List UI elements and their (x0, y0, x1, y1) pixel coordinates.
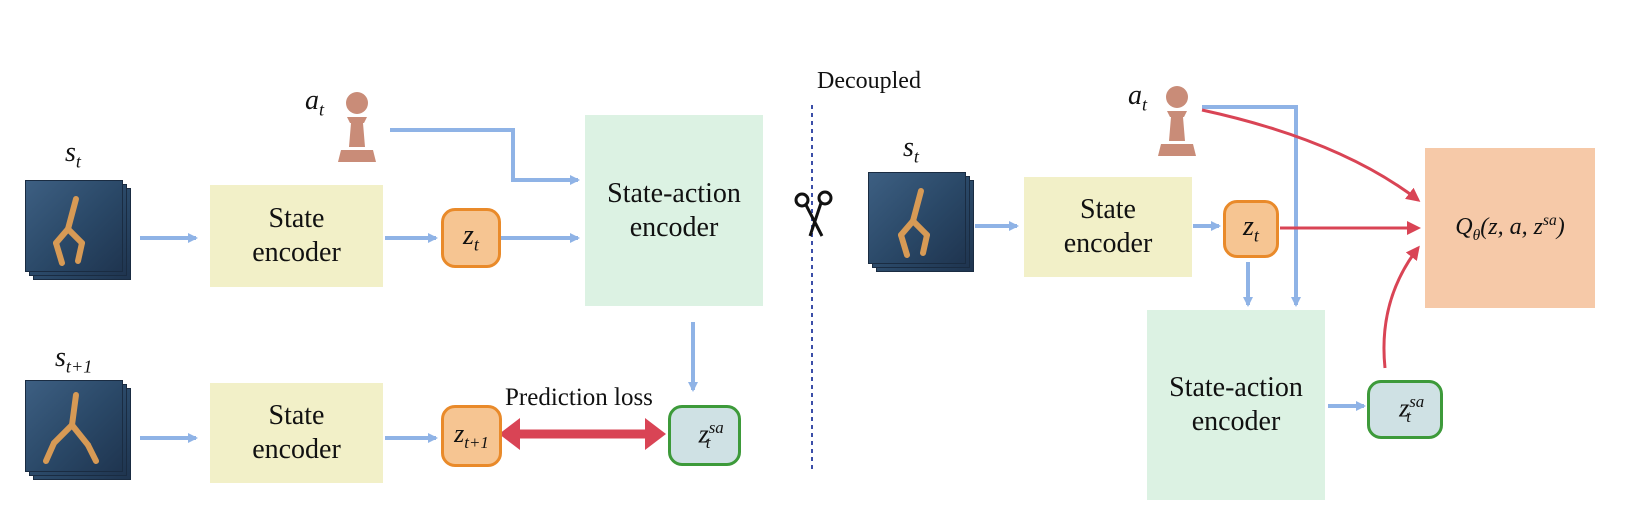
label-st1: st+1 (55, 342, 93, 377)
walker-figure (53, 196, 85, 266)
label-st: st (65, 137, 81, 172)
prediction-loss-arrow (499, 418, 666, 450)
state-encoder-top: State encoder (210, 185, 383, 287)
token-zsa-right: zsat (1367, 380, 1443, 439)
state-action-encoder-right: State-action encoder (1147, 310, 1325, 500)
label-at-right: at (1128, 80, 1148, 115)
red-arrow-zsa-to-q (1382, 245, 1420, 369)
token-zsa-left: zsat (668, 405, 741, 466)
token-zt1: zt+1 (441, 405, 502, 467)
label-prediction-loss: Prediction loss (505, 384, 653, 411)
scissors-icon (794, 190, 833, 237)
token-zt: zt (441, 208, 501, 268)
label-at: at (305, 85, 325, 120)
walker-figure (43, 392, 99, 464)
state-encoder-bottom: State encoder (210, 383, 383, 483)
token-zt-right: zt (1223, 200, 1279, 258)
label-st-right: st (903, 132, 919, 167)
pawn-icon (1158, 86, 1196, 156)
pawn-icon (338, 92, 376, 162)
state-action-encoder-left: State-action encoder (585, 115, 763, 306)
q-value-box: Qθ(z, a, zsa) (1425, 148, 1595, 308)
red-arrow-at-to-q (1201, 108, 1421, 202)
arrow-at-to-sa-encoder (390, 128, 580, 185)
state-encoder-right: State encoder (1024, 177, 1192, 277)
label-decoupled: Decoupled (817, 68, 921, 94)
arrow-at-to-sa-encoder-right (1202, 105, 1301, 307)
walker-figure (898, 188, 930, 258)
